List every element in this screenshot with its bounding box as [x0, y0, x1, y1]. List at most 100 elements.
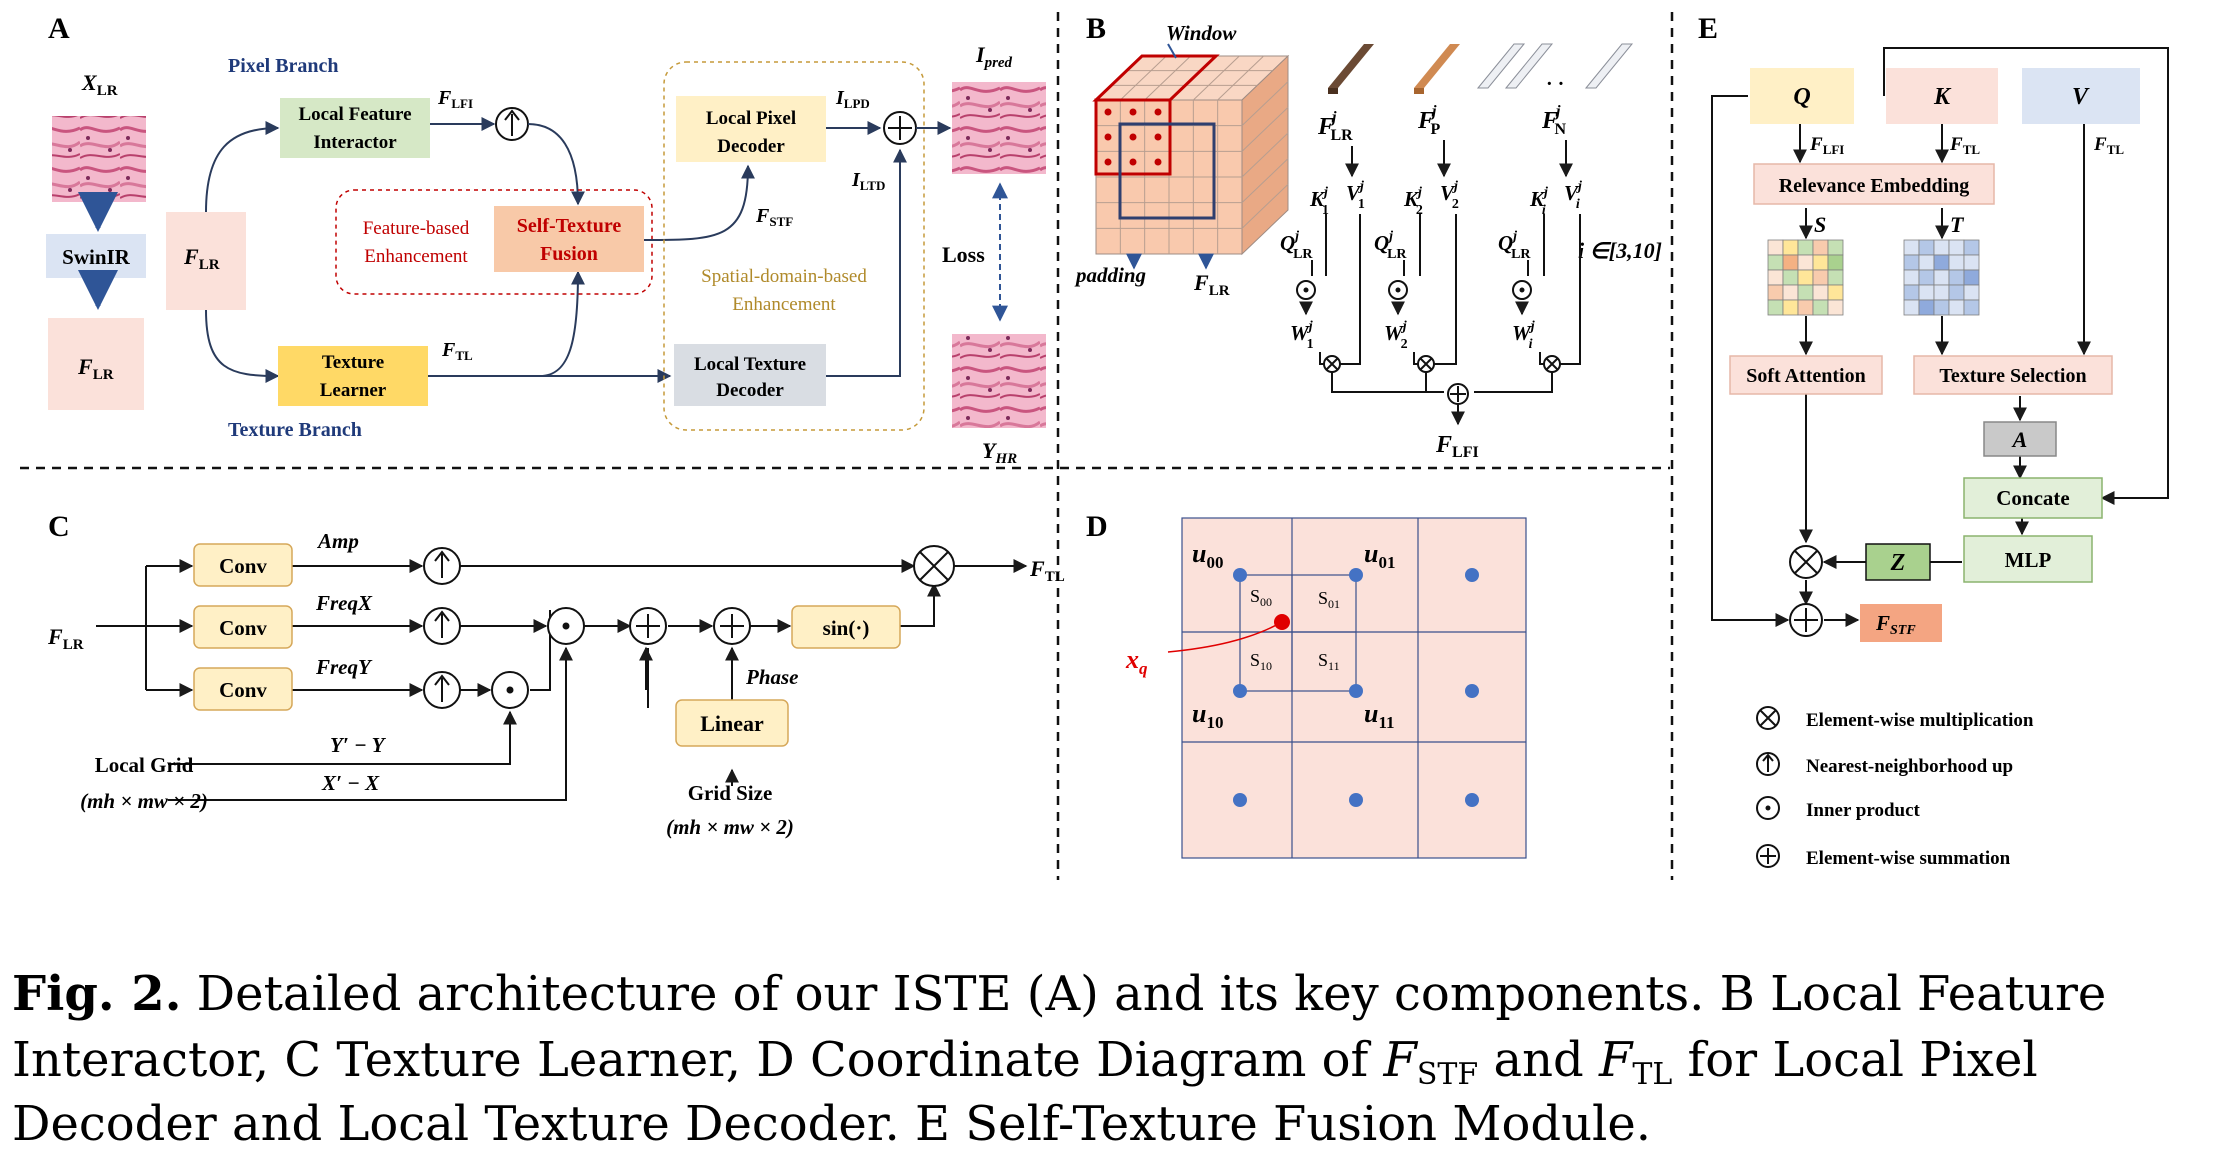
z-box — [1865, 543, 1931, 581]
swinir-label: SwinIR — [62, 245, 131, 269]
stfm-line1: Self-Texture — [517, 215, 622, 237]
upsample-icons-c — [423, 547, 461, 709]
spatial-domain-enhancement-region — [663, 61, 925, 431]
x-lr-label: XLR — [81, 70, 118, 99]
conv-freqy-label: Conv — [219, 678, 267, 702]
window-label: Window — [1166, 21, 1237, 45]
panel-label-e: E — [1698, 12, 1718, 45]
tl-line1: Texture — [322, 352, 384, 373]
q-label: Q — [1793, 84, 1810, 110]
f-stf-e-label: FSTF — [1875, 611, 1916, 638]
concat-label: Concate — [1996, 486, 2069, 510]
xx-label: X′ − X — [321, 771, 380, 795]
conv-amp-label: Conv — [219, 554, 267, 578]
self-texture-fusion-box — [494, 206, 644, 272]
texture-branch-label: Texture Branch — [228, 419, 362, 441]
panel-label-b: B — [1086, 12, 1106, 45]
vector-n-icons — [1476, 43, 1634, 89]
sd-line1: Spatial-domain-based — [701, 266, 867, 287]
texture-selection-label: Texture Selection — [1939, 365, 2086, 387]
u01-label: u01 — [1364, 539, 1395, 572]
local-grid-dim: (mh × mw × 2) — [80, 789, 208, 813]
a-label: A — [2011, 427, 2028, 452]
fb-line2: Enhancement — [364, 246, 468, 267]
t-matrix — [1903, 239, 1980, 316]
conv-amp-box — [193, 543, 293, 587]
local-grid-label: Local Grid — [95, 753, 194, 777]
u00-label: u00 — [1192, 539, 1223, 572]
legend-label-0: Element-wise multiplication — [1806, 710, 2034, 731]
inner-product-icons — [1296, 280, 1532, 300]
s00-label: S00 — [1250, 586, 1272, 609]
f-lr-center-label: FLR — [183, 244, 220, 273]
grid-size-dim: (mh × mw × 2) — [666, 815, 794, 839]
vector-dots: · · — [1546, 73, 1564, 95]
sum-icon-e — [1789, 603, 1823, 637]
legend-label-1: Nearest-neighborhood up — [1806, 756, 2013, 777]
i-lpd-label: ILPD — [835, 87, 870, 111]
t-label: T — [1950, 212, 1965, 237]
grid-size-label: Grid Size — [688, 781, 773, 805]
lfi-line2: Interactor — [313, 132, 397, 153]
lfi-line1: Local Feature — [298, 104, 411, 125]
lpd-line2: Decoder — [717, 136, 785, 157]
range-label: i ∈[3,10] — [1578, 238, 1662, 263]
s11-label: S11 — [1318, 650, 1340, 673]
conv-freqy-box — [193, 667, 293, 711]
caption-line-2: Interactor, C Texture Learner, D Coordin… — [12, 1032, 2038, 1092]
s10-label: S10 — [1250, 650, 1272, 673]
tl-line2: Learner — [320, 380, 387, 401]
multiply-icon-c — [913, 545, 955, 587]
soft-attention-box — [1729, 355, 1883, 395]
s-matrix — [1767, 239, 1844, 316]
legend-label-2: Inner product — [1806, 800, 1921, 821]
y-hr-label: YHR — [982, 438, 1017, 467]
legend-upsample-icon — [1762, 753, 1774, 772]
window-blue — [1118, 122, 1216, 220]
s-label: S — [1814, 212, 1826, 237]
panel-d: xq u00 u01 u10 u11 S00 S01 S10 S11 — [1125, 517, 1527, 859]
f-lr-center-box — [166, 212, 246, 310]
v-box — [2022, 68, 2140, 124]
mlp-label: MLP — [2005, 548, 2052, 572]
local-pixel-decoder-box — [676, 96, 826, 162]
panel-a: XLR SwinIR FLR FLR Pixel Branch Texture … — [46, 42, 1046, 467]
padding-label: padding — [1074, 263, 1146, 287]
caption-line-1: Fig. 2. Detailed architecture of our IST… — [12, 966, 2106, 1022]
relevance-embedding-label: Relevance Embedding — [1779, 175, 1970, 197]
legend: Element-wise multiplication Nearest-neig… — [1756, 706, 2034, 869]
u10-label: u10 — [1192, 699, 1223, 732]
feature-based-enhancement-region — [335, 189, 653, 295]
sum-icon-b — [1447, 383, 1469, 405]
phase-label: Phase — [745, 665, 799, 689]
legend-label-3: Element-wise summation — [1806, 848, 2011, 869]
mlp-box — [1963, 535, 2093, 583]
panel-label-a: A — [48, 12, 70, 45]
sin-box — [791, 605, 901, 649]
pixel-branch-label: Pixel Branch — [228, 55, 339, 77]
conv-freqx-box — [193, 605, 293, 649]
sd-line2: Enhancement — [732, 294, 836, 315]
f-lr-left-box — [48, 318, 144, 410]
panel-label-c: C — [48, 510, 70, 543]
freqx-label: FreqX — [315, 591, 373, 615]
grid-center-dots — [1233, 568, 1479, 807]
f-tl-e-label: FTL — [1949, 134, 1980, 157]
xq-label: xq — [1125, 645, 1148, 678]
x-lr-image — [52, 116, 146, 202]
i-pred-image — [952, 82, 1046, 174]
texture-learner-box — [278, 346, 428, 406]
caption-line-3: Decoder and Local Texture Decoder. E Sel… — [12, 1096, 1651, 1152]
local-feature-interactor-box — [280, 98, 430, 158]
multiply-icon-e — [1789, 545, 1823, 579]
q-box — [1750, 68, 1854, 124]
f-lr-left-label: FLR — [77, 354, 114, 383]
